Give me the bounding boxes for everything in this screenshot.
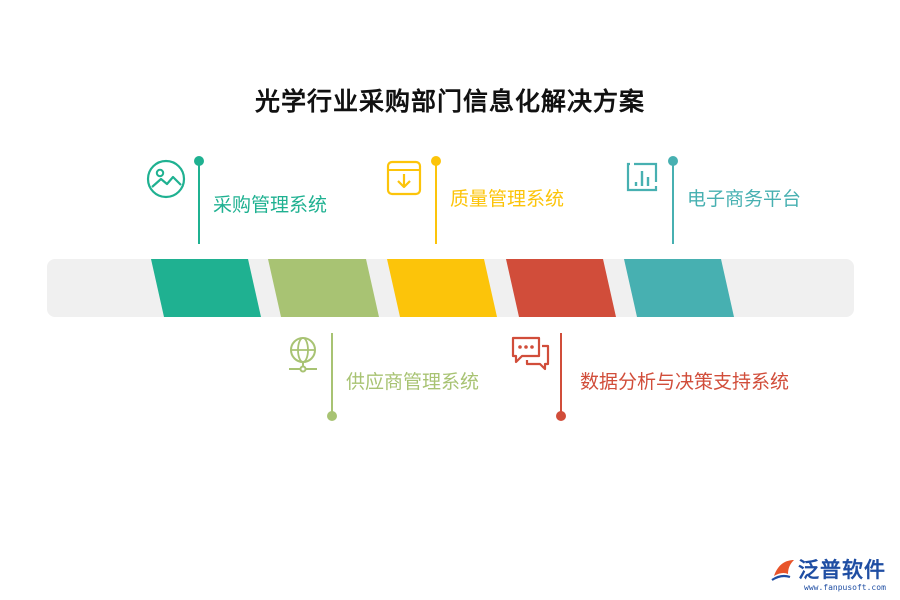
item-2-label: 供应商管理系统	[346, 371, 480, 393]
timeline-track	[47, 259, 854, 317]
bar-chart-icon	[626, 162, 658, 192]
item-5-dot	[668, 156, 678, 166]
item-2-dot	[327, 411, 337, 421]
page-title: 光学行业采购部门信息化解决方案	[254, 87, 645, 116]
item-3-stem	[435, 162, 437, 244]
segment-1	[151, 259, 261, 317]
item-4-stem	[560, 333, 562, 413]
globe-network-icon	[289, 337, 317, 373]
logo-name: 泛普软件	[798, 558, 886, 582]
item-4-label: 数据分析与决策支持系统	[580, 371, 790, 393]
item-3-label: 质量管理系统	[450, 188, 565, 210]
item-1-label: 采购管理系统	[213, 194, 328, 216]
item-1-dot	[194, 156, 204, 166]
logo-mark-icon	[771, 560, 794, 581]
segment-2	[268, 259, 379, 317]
chat-bubbles-icon	[511, 336, 550, 371]
item-3-dot	[431, 156, 441, 166]
item-5-stem	[672, 162, 674, 244]
segment-4	[506, 259, 616, 317]
item-2-stem	[331, 333, 333, 413]
download-box-icon	[386, 160, 422, 196]
logo-url: www.fanpusoft.com	[804, 583, 886, 592]
segment-5	[624, 259, 734, 317]
timeline-segments	[151, 259, 734, 317]
segment-3	[387, 259, 497, 317]
item-1-stem	[198, 162, 200, 244]
image-icon	[146, 159, 186, 199]
item-4-dot	[556, 411, 566, 421]
item-5-label: 电子商务平台	[687, 188, 802, 210]
